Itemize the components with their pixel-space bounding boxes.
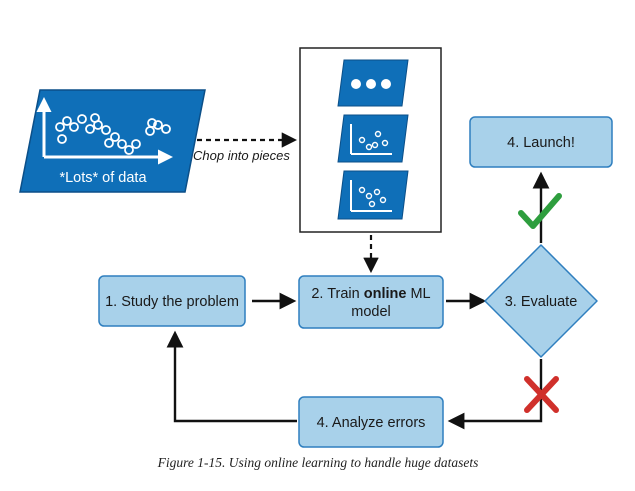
- train-label-line2: model: [351, 304, 391, 320]
- more-pieces-icon: [337, 59, 409, 107]
- study-label: 1. Study the problem: [105, 294, 239, 310]
- lots-of-data-box: *Lots* of data: [19, 89, 206, 193]
- lots-of-data-label: *Lots* of data: [59, 170, 147, 186]
- data-piece-icon: [337, 170, 409, 220]
- data-pieces-panel: [299, 47, 442, 233]
- analyze-to-study-arrow: [166, 330, 297, 423]
- launch-label: 4. Launch!: [507, 135, 575, 151]
- chop-arrow: Chop into pieces: [193, 132, 298, 163]
- train-label-post: ML: [406, 286, 430, 302]
- train-model-box: 2. Train online ML model: [298, 275, 444, 329]
- train-label-online: online: [364, 286, 407, 302]
- evaluate-diamond: 3. Evaluate: [484, 244, 598, 358]
- evaluate-label: 3. Evaluate: [505, 294, 578, 310]
- cross-icon: [524, 376, 559, 413]
- train-label: 2. Train online ML: [311, 286, 430, 302]
- checkmark-icon: [518, 193, 562, 229]
- figure-caption: Figure 1-15. Using online learning to ha…: [157, 455, 479, 470]
- data-piece-icon: [337, 114, 409, 163]
- analyze-errors-box: 4. Analyze errors: [298, 396, 444, 448]
- chop-label: Chop into pieces: [193, 148, 290, 163]
- evaluate-to-analyze-arrow: [447, 359, 543, 430]
- launch-box: 4. Launch!: [469, 116, 613, 168]
- analyze-label: 4. Analyze errors: [317, 415, 426, 431]
- study-problem-box: 1. Study the problem: [98, 275, 246, 327]
- scatter-plot-icon: [36, 97, 173, 165]
- train-label-pre: 2. Train: [311, 286, 363, 302]
